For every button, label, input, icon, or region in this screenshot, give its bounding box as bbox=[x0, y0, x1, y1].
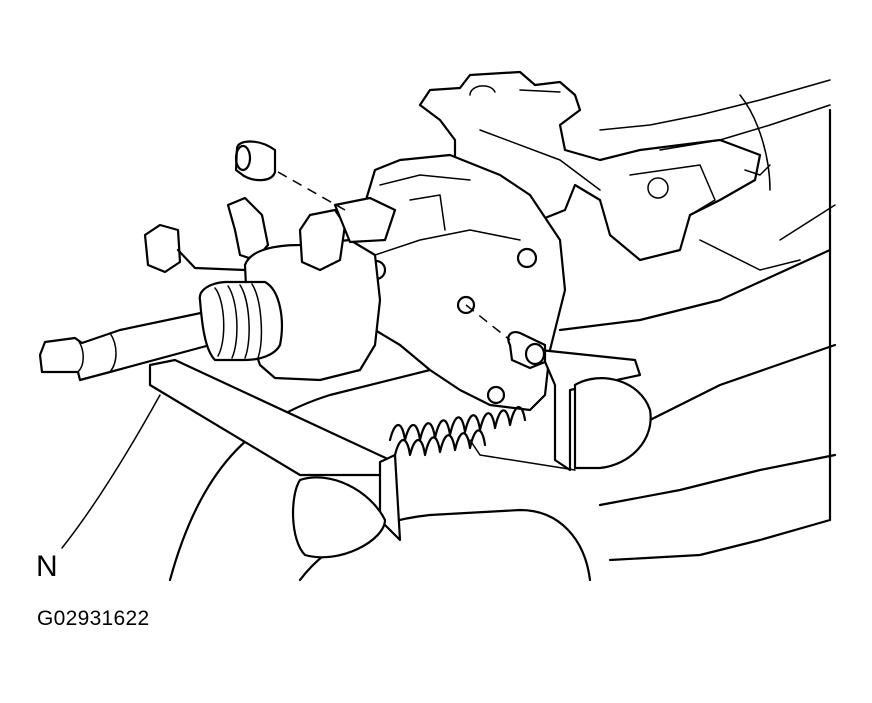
lower-channel-bracket bbox=[148, 348, 652, 559]
callout-label: N bbox=[36, 550, 58, 583]
upper-bolt bbox=[234, 140, 346, 211]
coil-spring bbox=[388, 406, 527, 457]
tilt-lever bbox=[143, 196, 270, 274]
callout-leader-line bbox=[61, 394, 161, 549]
figure-code: G02931622 bbox=[37, 607, 150, 630]
column-housing bbox=[198, 196, 397, 382]
lower-bolt bbox=[465, 304, 547, 370]
